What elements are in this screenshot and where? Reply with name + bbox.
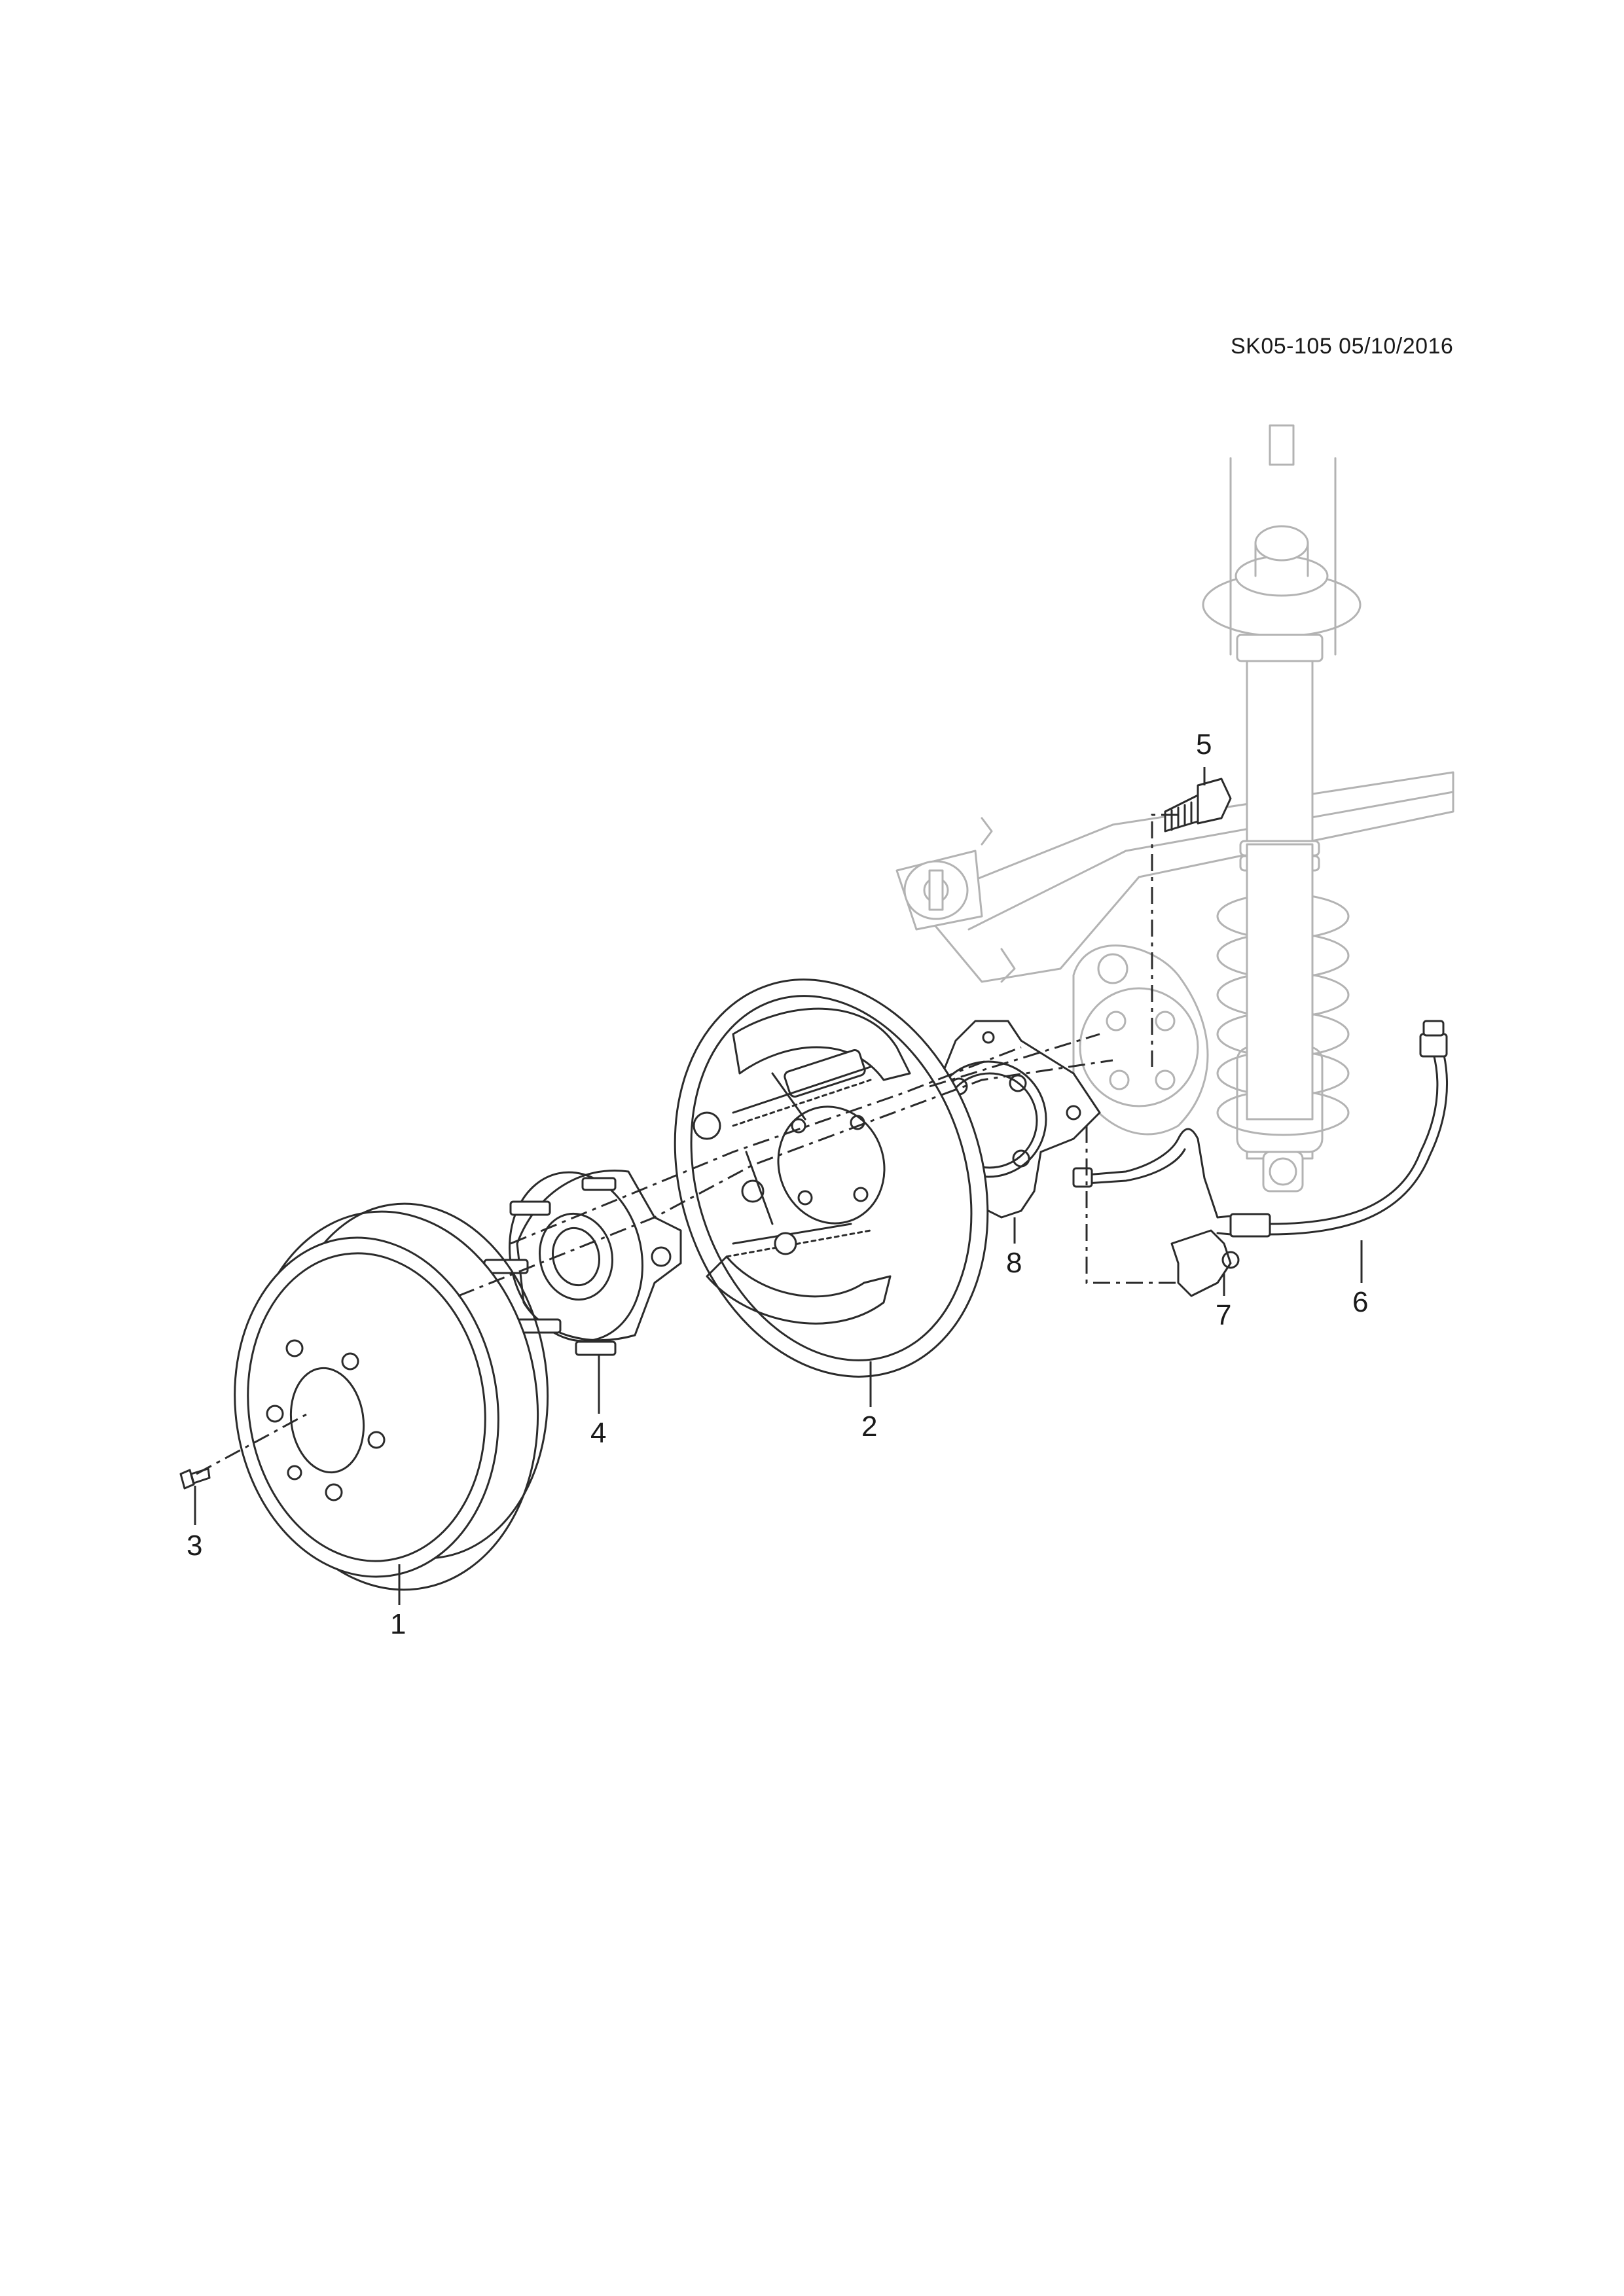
callout-2: 2 bbox=[861, 1410, 878, 1443]
brake-drum-1 bbox=[234, 1202, 549, 1591]
brake-backing-plate-2 bbox=[674, 978, 989, 1378]
hose-bracket-7 bbox=[1072, 1128, 1240, 1297]
callout-6: 6 bbox=[1352, 1286, 1369, 1318]
callout-7: 7 bbox=[1216, 1299, 1232, 1331]
callout-3: 3 bbox=[187, 1530, 203, 1562]
rear-axle-background bbox=[895, 424, 1454, 1193]
drawing-reference-code: SK05-105 05/10/2016 bbox=[1231, 334, 1454, 359]
leader-lines bbox=[194, 767, 1363, 1605]
bolt-5 bbox=[1164, 778, 1232, 833]
screw-3 bbox=[179, 1467, 211, 1490]
callout-5: 5 bbox=[1196, 728, 1212, 761]
callout-1: 1 bbox=[390, 1608, 406, 1640]
brake-hose-6 bbox=[1216, 1020, 1448, 1238]
callout-4: 4 bbox=[590, 1417, 607, 1449]
callout-8: 8 bbox=[1006, 1247, 1022, 1279]
assembly-lines bbox=[196, 814, 1178, 1475]
